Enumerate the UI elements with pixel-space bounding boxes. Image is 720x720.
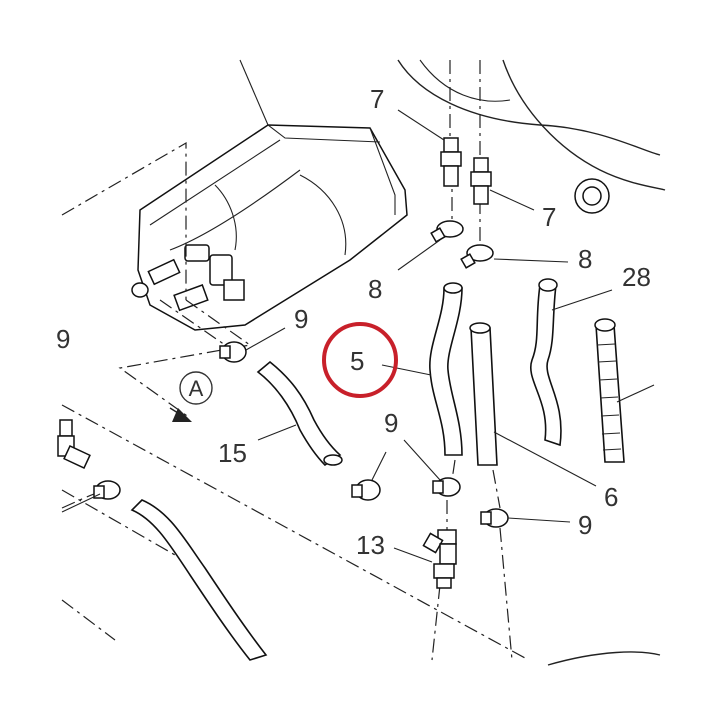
clamp-9-lower-right (480, 508, 509, 528)
label-9-lower-right: 9 (578, 510, 592, 540)
clamp-9-hose5 (432, 477, 461, 497)
label-5: 5 (350, 346, 364, 376)
label-28: 28 (622, 262, 651, 292)
label-13: 13 (356, 530, 385, 560)
leader-lines (61, 109, 655, 563)
clamp-9-middle (351, 479, 381, 501)
clamp-8-right (460, 244, 494, 269)
long-hose (130, 499, 268, 661)
clamp-9-upper (219, 341, 247, 363)
label-7-top: 7 (370, 84, 384, 114)
hose-28-end (538, 278, 558, 292)
label-9-upper: 9 (294, 304, 308, 334)
highlight-ring (322, 322, 398, 398)
hose-15-end (323, 454, 343, 466)
body-outline (397, 59, 666, 191)
view-ref-circle (179, 371, 213, 405)
view-arrow (169, 407, 192, 422)
clamp-lower-left (93, 480, 121, 500)
label-6: 6 (604, 482, 618, 512)
hose-5 (429, 287, 463, 456)
label-9-middle: 9 (384, 408, 398, 438)
hose-6 (470, 327, 498, 466)
corrugated-hose (594, 318, 625, 463)
grommet (574, 178, 610, 214)
check-valve-7-right (470, 157, 492, 205)
joint-lower-left (57, 419, 91, 469)
label-9-far-left: 9 (56, 324, 70, 354)
hose-6-end (469, 322, 491, 334)
view-ref-label: A (189, 376, 204, 401)
label-8-right: 8 (578, 244, 592, 274)
joint-13 (422, 529, 457, 589)
hose-28 (529, 284, 562, 447)
charcoal-canister (131, 59, 408, 331)
label-8-left: 8 (368, 274, 382, 304)
hose-5-end (443, 282, 463, 294)
bottom-curve (547, 651, 661, 666)
check-valve-7-left (440, 137, 462, 187)
label-7-right: 7 (542, 202, 556, 232)
clamp-8-left (430, 220, 464, 243)
hose-15 (256, 360, 342, 467)
label-15: 15 (218, 438, 247, 468)
